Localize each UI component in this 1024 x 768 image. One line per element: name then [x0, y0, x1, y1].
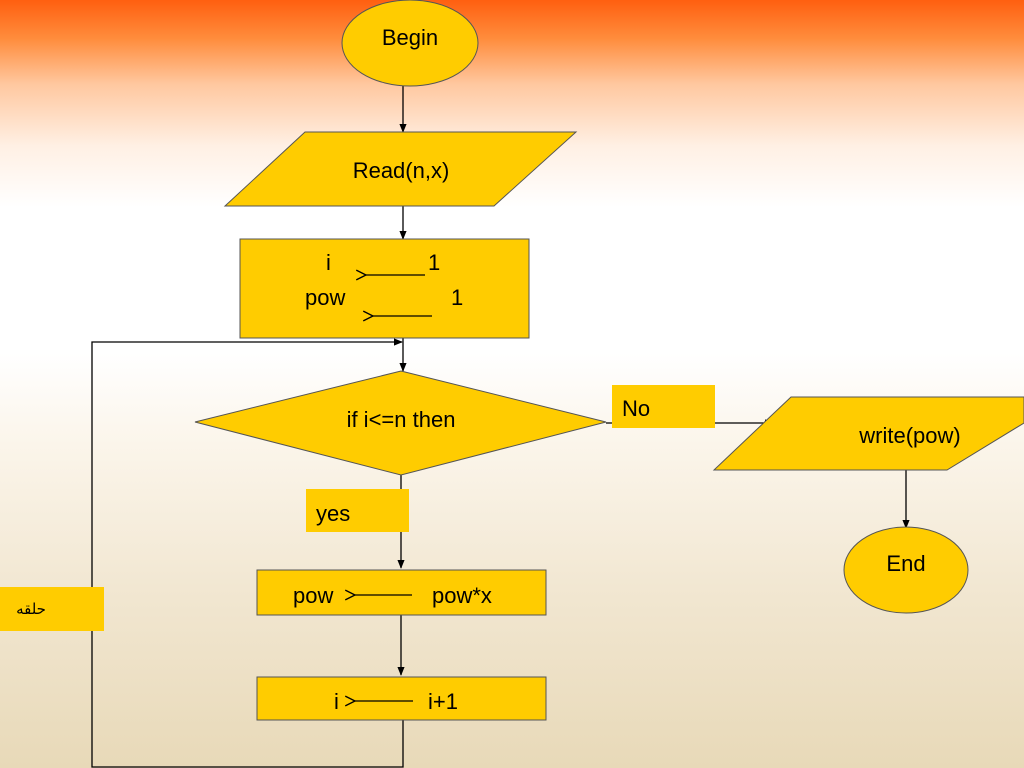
yes-label: yes: [316, 501, 350, 526]
begin-label: Begin: [382, 25, 438, 50]
write-output-node: write(pow): [712, 396, 1024, 471]
condition-label: if i<=n then: [347, 407, 456, 432]
no-label: No: [622, 396, 650, 421]
read-input-node: Read(n,x): [223, 131, 578, 207]
pow-update-lhs: pow: [293, 583, 333, 608]
yes-branch-label: yes: [306, 489, 409, 532]
decision-node: if i<=n then: [194, 370, 607, 476]
init-i-value: 1: [428, 250, 440, 275]
pow-update-rhs: pow*x: [432, 583, 492, 608]
write-label: write(pow): [858, 423, 960, 448]
pow-update-box: pow pow*x: [256, 569, 547, 616]
no-branch-label: No: [612, 385, 715, 428]
init-i-label: i: [326, 250, 331, 275]
loop-back-line: [91, 338, 404, 768]
init-pow-label: pow: [305, 285, 345, 310]
i-update-rhs: i+1: [428, 689, 458, 714]
i-update-box: i i+1: [256, 676, 547, 721]
loop-label-box: حلقه: [0, 587, 104, 631]
read-label: Read(n,x): [353, 158, 450, 183]
begin-terminal: Begin: [341, 0, 479, 87]
end-label: End: [886, 551, 925, 576]
init-process-box: i 1 pow 1: [239, 238, 530, 339]
i-update-lhs: i: [334, 689, 339, 714]
end-terminal: End: [843, 526, 969, 614]
init-pow-value: 1: [451, 285, 463, 310]
loop-label: حلقه: [16, 600, 46, 618]
